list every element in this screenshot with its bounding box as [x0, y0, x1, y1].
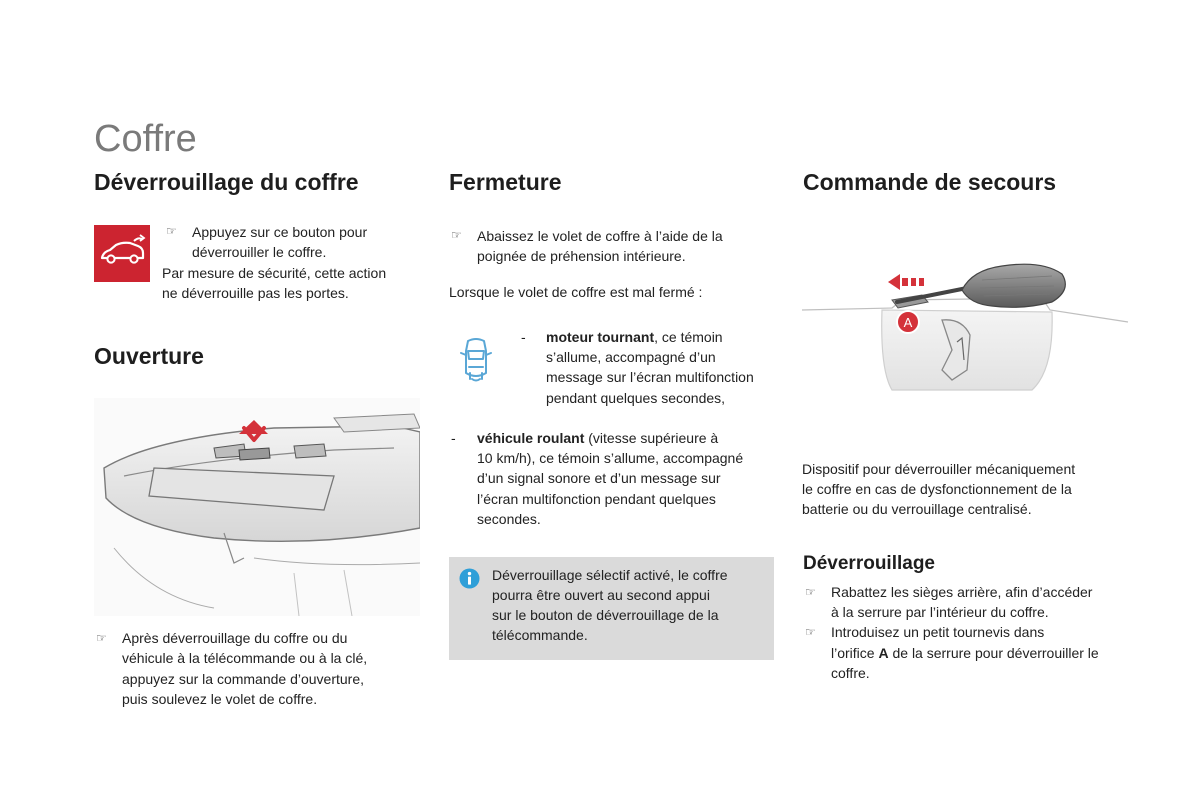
vehicle-moving-line-5: secondes. — [477, 511, 541, 527]
engine-running-line-2: s’allume, accompagné d’un — [546, 349, 716, 365]
trunk-open-warning-icon — [460, 338, 492, 382]
info-note-line-4: télécommande. — [492, 627, 588, 643]
callout-a: A — [904, 315, 913, 330]
device-description-3: batterie ou du verrouillage centralisé. — [802, 501, 1032, 517]
device-description-2: le coffre en cas de dysfonctionnement de… — [802, 481, 1072, 497]
step1-line-2: à la serrure par l’intérieur du coffre. — [831, 604, 1049, 620]
opening-instruction-1: Après déverrouillage du coffre ou du — [122, 630, 348, 646]
pointer-bullet-icon: ☞ — [96, 631, 107, 645]
heading-emergency-control: Commande de secours — [803, 169, 1057, 195]
opening-instruction-2: véhicule à la télécommande ou à la clé, — [122, 650, 368, 666]
dash-bullet: - — [521, 329, 526, 345]
car-trunk-icon — [100, 234, 146, 264]
engine-running-line-3: message sur l’écran multifonction — [546, 369, 754, 385]
tailgate-illustration — [94, 398, 421, 617]
info-icon — [459, 568, 480, 589]
vehicle-moving-line-4: l’écran multifonction pendant quelques — [477, 491, 716, 507]
dash-bullet: - — [451, 430, 456, 446]
info-note-box — [449, 557, 774, 660]
tailgate-drawing — [94, 398, 421, 617]
heading-trunk-unlock: Déverrouillage du coffre — [94, 169, 359, 195]
heading-unlocking: Déverrouillage — [803, 553, 935, 574]
badly-closed-text: Lorsque le volet de coffre est mal fermé… — [449, 284, 703, 300]
pointer-bullet-icon: ☞ — [451, 228, 462, 242]
screwdriver-lock-drawing: A — [801, 263, 1129, 391]
step1-line-1: Rabattez les sièges arrière, afin d’accé… — [831, 584, 1093, 600]
unlock-note-1: Par mesure de sécurité, cette action — [162, 265, 387, 281]
opening-instruction-4: puis soulevez le volet de coffre. — [122, 691, 318, 707]
pointer-bullet-icon: ☞ — [166, 224, 177, 238]
step2-line-2: l’orifice A de la serrure pour déverroui… — [831, 645, 1099, 661]
heading-closing: Fermeture — [449, 169, 562, 195]
unlock-instruction-1: Appuyez sur ce bouton pour — [192, 224, 368, 240]
page-title: Coffre — [94, 118, 197, 160]
heading-opening: Ouverture — [94, 343, 204, 369]
unlock-note-2: ne déverrouille pas les portes. — [162, 285, 349, 301]
pointer-bullet-icon: ☞ — [805, 585, 816, 599]
engine-running-line-4: pendant quelques secondes, — [546, 390, 726, 406]
pointer-bullet-icon: ☞ — [805, 625, 816, 639]
unlock-instruction-2: déverrouiller le coffre. — [192, 244, 327, 260]
closing-instruction-2: poignée de préhension intérieure. — [477, 248, 686, 264]
device-description-1: Dispositif pour déverrouiller mécaniquem… — [802, 461, 1076, 477]
vehicle-moving-line-1: véhicule roulant (vitesse supérieure à — [477, 430, 719, 446]
closing-instruction-1: Abaissez le volet de coffre à l’aide de … — [477, 228, 723, 244]
step2-line-1: Introduisez un petit tournevis dans — [831, 624, 1045, 640]
engine-running-line-1: moteur tournant, ce témoin — [546, 329, 723, 345]
info-note-line-3: sur le bouton de déverrouillage de la — [492, 607, 719, 623]
step2-line-3: coffre. — [831, 665, 870, 681]
opening-instruction-3: appuyez sur la commande d’ouverture, — [122, 671, 365, 687]
info-note-line-2: pourra être ouvert au second appui — [492, 587, 710, 603]
trunk-unlock-button-image — [94, 225, 150, 282]
emergency-lock-illustration: A — [801, 250, 1130, 412]
vehicle-moving-line-3: d’un signal sonore et d’un message sur — [477, 470, 721, 486]
vehicle-moving-line-2: 10 km/h), ce témoin s’allume, accompagné — [477, 450, 744, 466]
info-note-line-1: Déverrouillage sélectif activé, le coffr… — [492, 567, 728, 583]
